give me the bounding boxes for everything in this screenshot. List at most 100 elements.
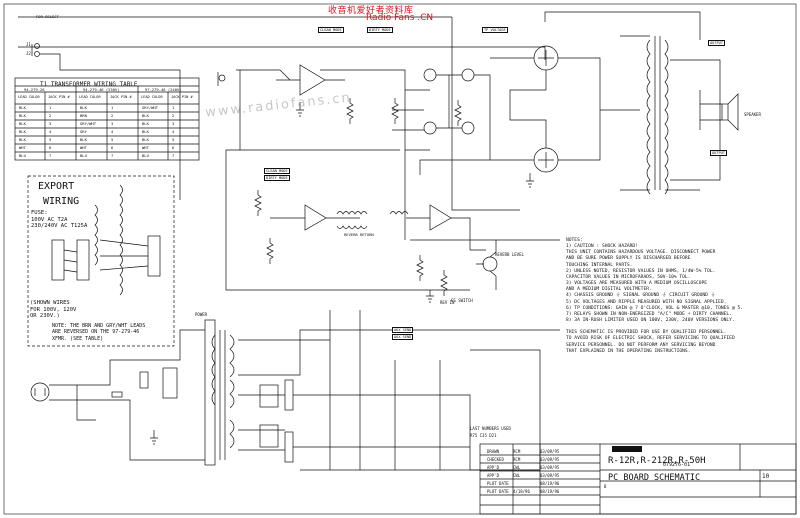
tag-output: OUTPUT [708, 40, 725, 47]
title-block-cell: 03/09/95 [540, 465, 560, 470]
input-jack-symbols [31, 43, 226, 200]
drawing-number: 079276-01 [663, 462, 691, 468]
table-cell: BLK [19, 137, 26, 142]
table-cell: 3 [172, 121, 175, 126]
table-col-header: 94-279-26 [24, 87, 45, 92]
ac-input [30, 329, 205, 461]
export-subtitle: WIRING [43, 196, 80, 207]
table-subheader: JACK PIN # [110, 95, 132, 99]
notes-line: 5) DC VOLTAGES AND RIPPLE MEASURED WITH … [566, 299, 727, 305]
reverb-transistor [410, 239, 560, 290]
output-tubes [490, 45, 601, 173]
tag-dirty-mode-2: DIRTY MODE [264, 175, 290, 182]
notes-line: 3) VOLTAGES ARE MEASURED WITH A MEDIUM O… [566, 281, 708, 287]
shown-wires-line: OR 230V.) [30, 313, 60, 319]
table-cell: BLK [19, 113, 26, 118]
title-block-cell: 03/09/95 [540, 457, 560, 462]
table-col-header: 94-279-46 (230V) [83, 87, 120, 92]
leads-note-line: ARE REVERSED ON THE 97-279-46 [52, 329, 140, 336]
output-transformer [600, 35, 721, 195]
title-block-cell: APP'D [487, 465, 500, 470]
title-block-cell: APP'D [487, 473, 500, 478]
title-block-cell: CWL [513, 465, 521, 470]
table-cell: 3 [111, 121, 114, 126]
export-title: EXPORT [38, 181, 75, 192]
title-block-cell: CWL [513, 473, 521, 478]
revision: 10 [762, 473, 770, 480]
table-cell: 6 [172, 145, 175, 150]
table-cell: 4 [172, 129, 175, 134]
leads-note: NOTE: THE BRN AND GRY/WHT LEADS ARE REVE… [52, 323, 145, 342]
label-fs-switch: FS SWITCH [451, 298, 473, 303]
table-cell: 7 [172, 153, 175, 158]
table-cell: GRY/WHT [80, 121, 97, 126]
table-subheader: LEAD COLOR [141, 95, 163, 99]
notes-line: AND A MEDIUM DIGITAL VOLTMETER. [566, 287, 652, 293]
title-block-cell: 08/19/96 [540, 489, 560, 494]
sheet-size: B [604, 484, 607, 489]
driver-transistors [419, 68, 491, 175]
table-cell: 1 [111, 105, 114, 110]
top-bus-wires [18, 11, 701, 240]
fuse-line: 100V AC T2A [31, 216, 68, 223]
notes-block: NOTES: 1) CAUTION : SHOCK HAZARD! THIS U… [566, 238, 743, 355]
table-cell: WHT [80, 145, 87, 150]
reverb-tank [336, 211, 409, 229]
table-cell: 4 [49, 129, 52, 134]
watermark-cn: 收音机爱好者资料库 [328, 6, 414, 16]
tag-clean-mode: CLEAN MODE [318, 27, 344, 34]
preamp-opamps [270, 64, 471, 250]
table-cell: WHT [142, 145, 149, 150]
shown-wires-line: (SHOWN WIRES [30, 300, 70, 306]
table-cell: BLK [142, 121, 149, 126]
notes-lines: 1) CAUTION : SHOCK HAZARD! THIS UNIT CON… [566, 244, 743, 355]
table-cell: BLK [142, 113, 149, 118]
title-block-cell: RCM [513, 449, 521, 454]
tag-aux-send: AUX SEND [392, 327, 414, 334]
fuse-note: FUSE: 100V AC T2A 230/240V AC T125A [31, 210, 87, 230]
title-block-cell: PLOT DATE [487, 481, 509, 486]
table-cell: BLK [80, 137, 87, 142]
table-cell: BLK [19, 129, 26, 134]
table-cell: 7 [49, 153, 52, 158]
table-cell: 5 [49, 137, 52, 142]
label-rev-in: REV IN [440, 300, 455, 305]
table-subheader: JACK PIN # [48, 95, 70, 99]
speaker-symbol [700, 93, 739, 131]
tag-dirty-mode: DIRTY MODE [367, 27, 393, 34]
title-block-cell: 03/09/95 [540, 449, 560, 454]
model-title: R-12R,R-212R,R-50H [608, 456, 706, 466]
table-cell: 6 [49, 145, 52, 150]
table-cell: BLK [19, 121, 26, 126]
table-subheader: JACK PIN # [171, 95, 193, 99]
export-wiring-box [27, 175, 175, 347]
preamp-resistors [225, 98, 470, 296]
table-cell: 7 [111, 153, 114, 158]
tag-aux-send-2: AUX SEND [392, 334, 414, 341]
table-cell: 6 [111, 145, 114, 150]
table-col-header: 97-279-46 (240V) [145, 87, 182, 92]
title-block-cell: 08/19/96 [540, 481, 560, 486]
notes-line: AND BE SURE POWER SUPPLY IS DISCHARGED B… [566, 256, 691, 262]
label-reverb-return: REVERB RETURN [344, 232, 374, 237]
notes-line: 6) TP CONDITIONS: GAIN @ 7 O'CLOCK, VOL … [566, 305, 744, 311]
leads-note-line: XFMR. (SEE TABLE) [52, 335, 104, 342]
table-cell: GRY [80, 129, 87, 134]
title-block-cell: RCM [513, 457, 521, 462]
shown-wires-note: (SHOWN WIRES FOR 100V, 120V OR 230V.) [30, 300, 76, 320]
table-cell: BLK [142, 137, 149, 142]
table-cell: 5 [172, 137, 175, 142]
label-speaker: SPEAKER [744, 112, 761, 117]
title-block-cell: CHECKED [487, 457, 504, 462]
notes-line: THIS SCHEMATIC IS PROVIDED FOR USE BY QU… [566, 330, 727, 336]
table-cell: BLU [19, 153, 26, 158]
title-block-cell: DRAWN [487, 449, 500, 454]
power-transformer [204, 319, 560, 466]
notes-line: THIS UNIT CONTAINS HAZARDOUS VOLTAGE. DI… [566, 250, 716, 256]
notes-line: 8) 3A IN-RUSH LIMITER USED ON 100V, 230V… [566, 318, 735, 324]
notes-line: CAPACITOR VALUES IN MICROFARADS, 50V-10%… [566, 274, 691, 280]
title-block-cell: 03/09/95 [540, 473, 560, 478]
power-supply-bridges [259, 310, 541, 471]
